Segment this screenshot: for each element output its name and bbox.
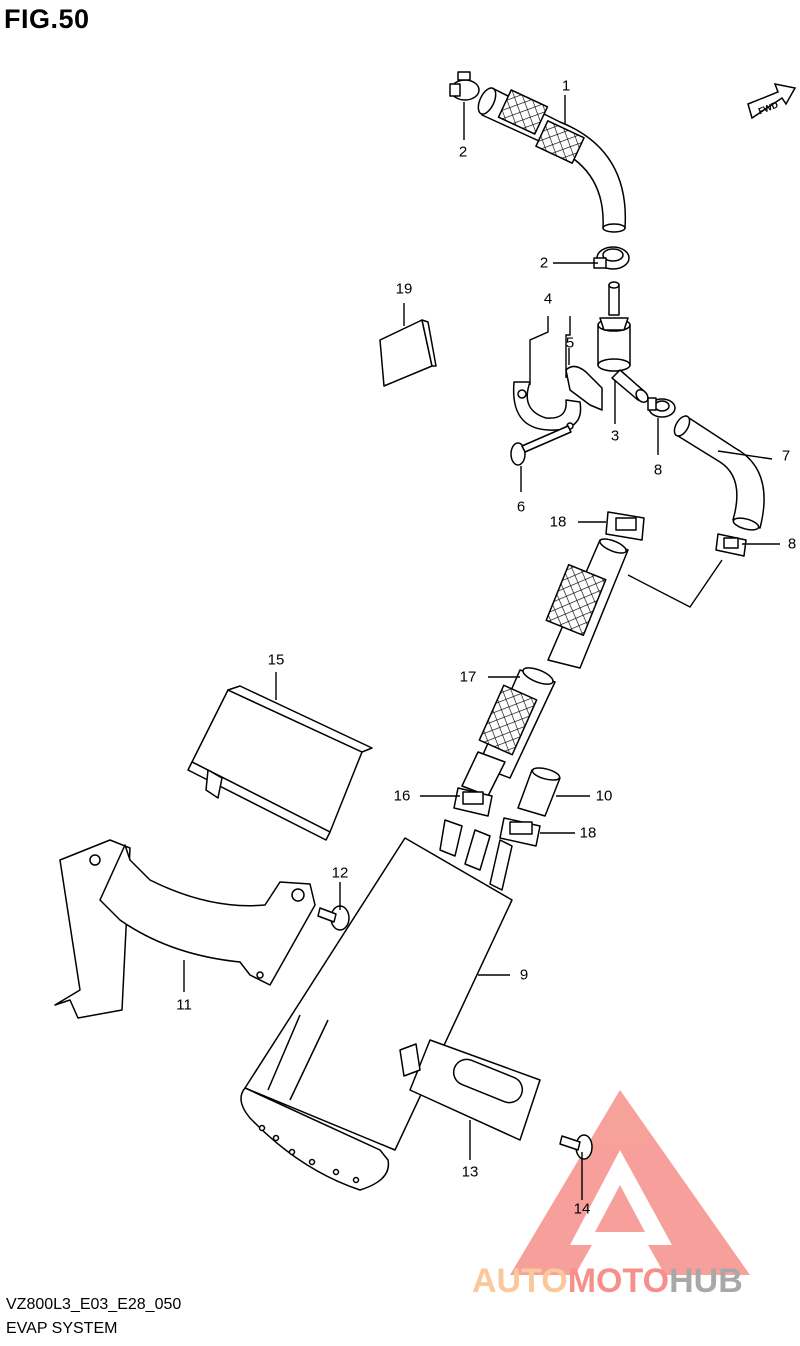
- part-10-tube: [517, 767, 561, 817]
- diagram-name: EVAP SYSTEM: [6, 1320, 118, 1337]
- part-12-bolt: [317, 905, 350, 931]
- callout-part-19: 19: [395, 280, 413, 298]
- callout-part-11: 11: [176, 996, 192, 1014]
- callout-part-14: 14: [573, 1200, 591, 1218]
- callout-part-16: 16: [393, 787, 411, 805]
- figure-title: FIG.50: [4, 4, 90, 34]
- callout-part-15: 15: [267, 651, 285, 669]
- part-13-strap: [399, 1039, 541, 1141]
- diagram-code: VZ800L3_E03_E28_050: [6, 1296, 182, 1313]
- callout-part-2: 2: [458, 143, 468, 161]
- fwd-arrow-icon: FWD: [747, 82, 797, 120]
- part-8-clamp-lower: [715, 533, 747, 557]
- part-15-pad: [187, 685, 373, 841]
- callout-part-4: 4: [543, 290, 553, 308]
- callout-part-3: 3: [610, 427, 620, 445]
- part-8-clamp-upper: [647, 397, 676, 418]
- part-18-clamp-upper: [605, 511, 645, 541]
- callout-part-6: 6: [516, 498, 526, 516]
- callout-part-9: 9: [519, 966, 529, 984]
- part-16-clamp: [453, 787, 493, 817]
- leader-lines: [183, 95, 780, 1200]
- callout-part-13: 13: [461, 1163, 479, 1181]
- part-18-clamp-lower: [499, 817, 541, 847]
- part-6-screw: [510, 425, 572, 466]
- callout-part-17: 17: [459, 668, 477, 686]
- callout-part-12: 12: [331, 864, 349, 882]
- part-2-clamp-lower: [593, 246, 630, 270]
- part-11-bracket: [54, 839, 316, 1019]
- watermark-logo-icon: [510, 1090, 750, 1275]
- callout-part-10: 10: [595, 787, 613, 805]
- part-7-hose: [673, 415, 765, 531]
- part-2-clamp-top: [449, 71, 480, 101]
- part-1-hose: [477, 87, 627, 233]
- part-17-hose: [461, 538, 629, 797]
- part-4-bracket: [512, 381, 582, 431]
- watermark-text: AUTOMOTOHUB: [472, 1262, 743, 1300]
- part-14-screw: [559, 1134, 593, 1160]
- callout-part-1: 1: [561, 77, 571, 95]
- callout-part-7: 7: [781, 447, 791, 465]
- callout-part-18: 18: [579, 824, 597, 842]
- part-19-label-plate: [379, 319, 437, 387]
- part-3-valve: [597, 281, 649, 404]
- callout-part-5: 5: [565, 334, 575, 352]
- callout-part-8: 8: [787, 535, 797, 553]
- callout-part-2: 2: [539, 254, 549, 272]
- callout-part-18: 18: [549, 513, 567, 531]
- callout-part-8: 8: [653, 461, 663, 479]
- part-9-canister: [240, 819, 513, 1191]
